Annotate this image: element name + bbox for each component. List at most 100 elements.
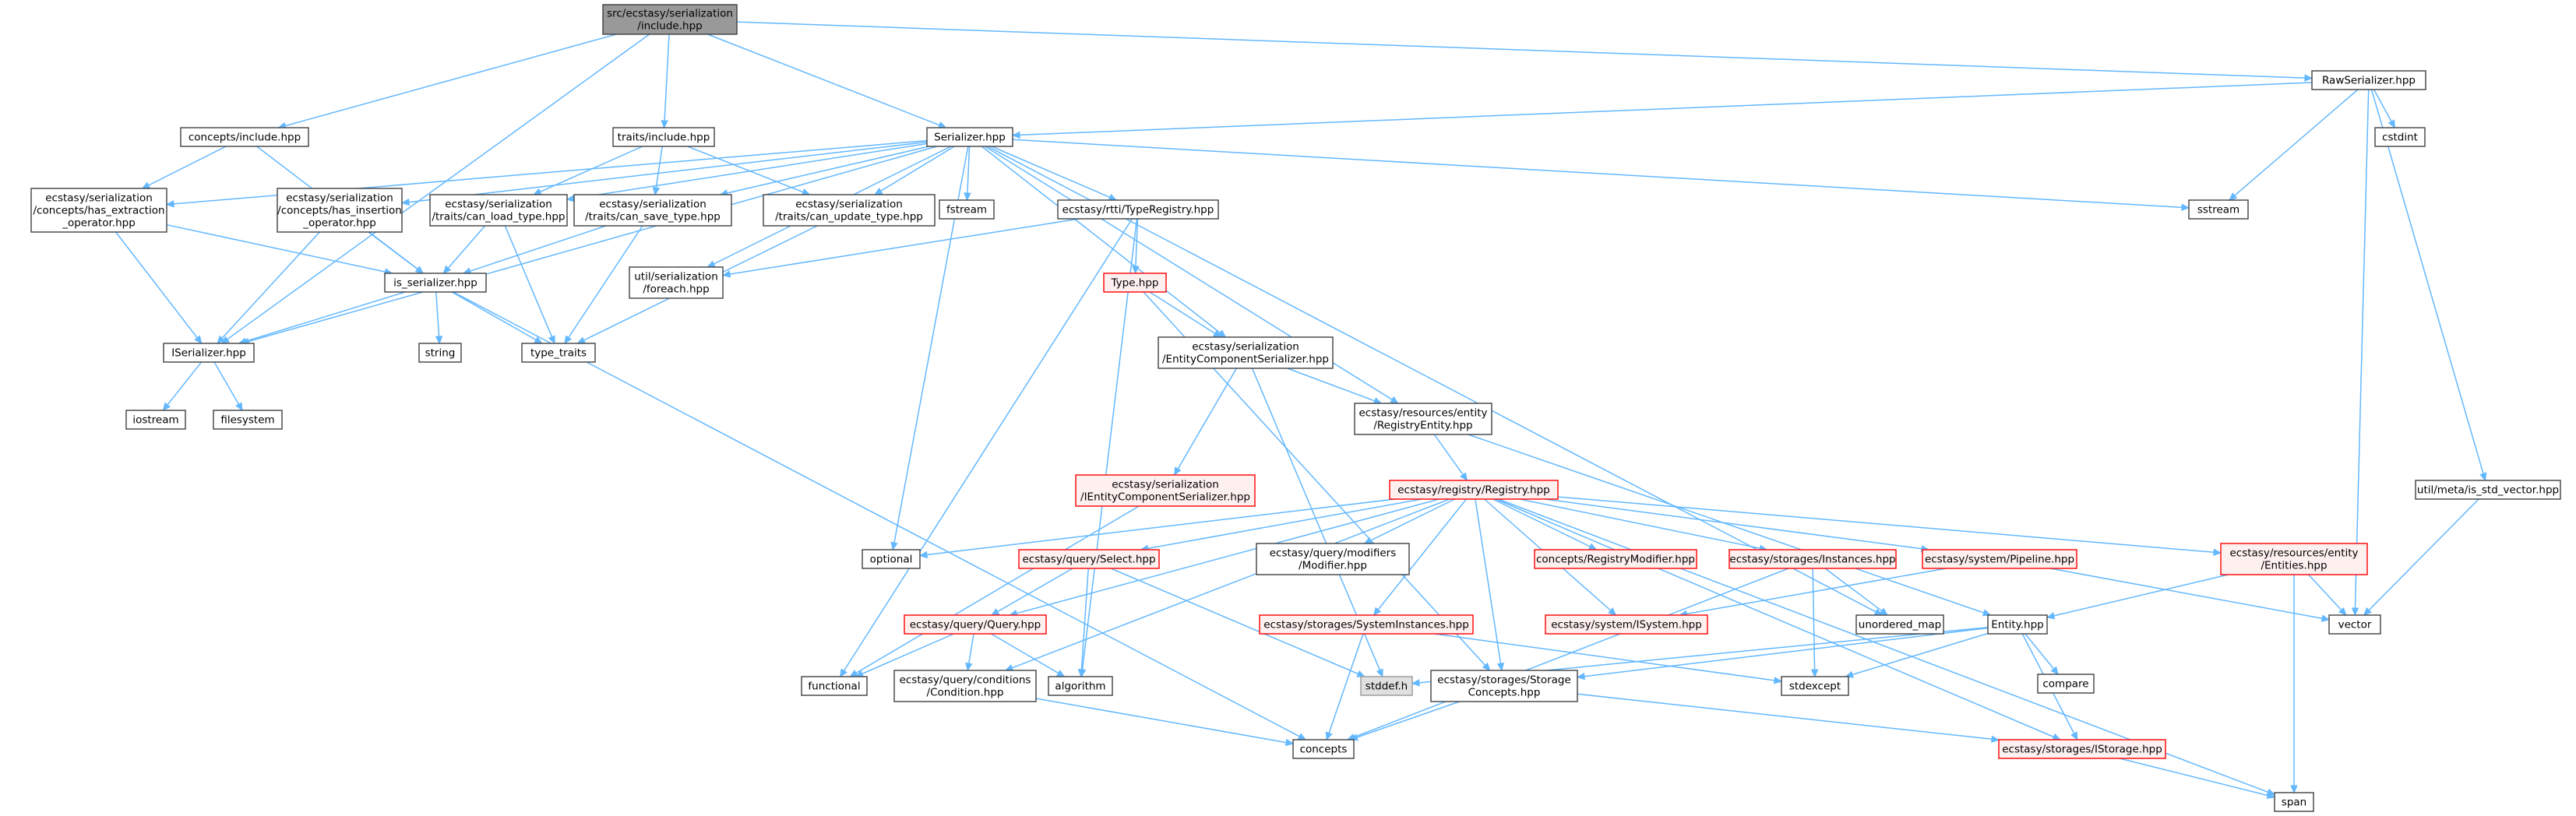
node-box	[2311, 70, 2426, 90]
node-algorithm[interactable]: algorithm	[1048, 676, 1113, 696]
arrowhead-icon	[2050, 666, 2059, 675]
node-stdexcept[interactable]: stdexcept	[1781, 676, 1849, 696]
arrowhead-icon	[1011, 131, 1020, 139]
arrowhead-icon	[1879, 607, 1888, 616]
node-label: Type.hpp	[1111, 277, 1159, 290]
arrowhead-icon	[890, 541, 898, 551]
node-entities[interactable]: ecstasy/resources/entity/Entities.hpp	[2220, 543, 2368, 575]
node-ecs-serializer[interactable]: ecstasy/serialization/EntityComponentSer…	[1158, 336, 1334, 369]
node-instances[interactable]: ecstasy/storages/Instances.hpp	[1728, 549, 1897, 569]
node-rawserializer[interactable]: RawSerializer.hpp	[2311, 70, 2426, 90]
node-sstream[interactable]: sstream	[2188, 199, 2249, 220]
node-label: ecstasy/resources/entity	[2229, 547, 2358, 560]
arrowhead-icon	[1356, 670, 1366, 677]
node-box	[1545, 614, 1708, 635]
node-label: RawSerializer.hpp	[2322, 75, 2416, 87]
node-type-traits[interactable]: type_traits	[521, 343, 596, 363]
edge-registry-to-registry_modifier	[1492, 498, 1598, 550]
node-label: ecstasy/query/Query.hpp	[910, 619, 1041, 631]
node-label: /include.hpp	[637, 20, 702, 33]
edge-storage_concepts-to-concepts	[1349, 701, 1460, 741]
node-iecs-serializer[interactable]: ecstasy/serialization/IEntityComponentSe…	[1075, 474, 1256, 507]
node-box	[1430, 670, 1578, 702]
arrowhead-icon	[2338, 607, 2347, 616]
node-traits-include[interactable]: traits/include.hpp	[612, 127, 715, 147]
node-unordered-map[interactable]: unordered_map	[1855, 614, 1944, 635]
node-has-extraction[interactable]: ecstasy/serialization/concepts/has_extra…	[30, 188, 167, 233]
edge-serializer-to-can_load	[566, 142, 928, 202]
arrowhead-icon	[1055, 670, 1066, 677]
edge-is_serializer-to-iserializer	[238, 291, 406, 345]
node-select[interactable]: ecstasy/query/Select.hpp	[1018, 549, 1160, 569]
arrowhead-icon	[2363, 607, 2372, 616]
node-filesystem[interactable]: filesystem	[213, 410, 283, 430]
edge-entities-to-span	[2290, 575, 2298, 794]
edge-has_insertion-to-is_serializer	[368, 231, 425, 274]
arrowhead-icon	[1459, 472, 1468, 481]
node-can-load[interactable]: ecstasy/serialization/traits/can_load_ty…	[429, 194, 568, 227]
edge-select-to-algorithm	[1077, 568, 1089, 678]
node-concepts-include[interactable]: concepts/include.hpp	[180, 127, 309, 147]
node-condition[interactable]: ecstasy/query/conditions/Condition.hpp	[893, 670, 1037, 702]
edge-instances-to-unordered_map	[1824, 568, 1888, 616]
node-query[interactable]: ecstasy/query/Query.hpp	[904, 614, 1047, 635]
node-functional[interactable]: functional	[801, 676, 868, 696]
arrowhead-icon	[1773, 677, 1783, 684]
edge-rawserializer-to-is_std_vector	[2370, 89, 2487, 482]
node-isystem[interactable]: ecstasy/system/ISystem.hpp	[1545, 614, 1708, 635]
node-concepts[interactable]: concepts	[1292, 739, 1355, 759]
node-iserializer[interactable]: ISerializer.hpp	[163, 343, 255, 363]
node-can-update[interactable]: ecstasy/serialization/traits/can_update_…	[763, 194, 936, 227]
node-is-serializer[interactable]: is_serializer.hpp	[384, 273, 487, 293]
node-box	[904, 614, 1047, 635]
node-entity[interactable]: Entity.hpp	[1987, 614, 2048, 635]
arrowhead-icon	[2304, 74, 2313, 82]
edge-is_std_vector-to-vector	[2363, 498, 2479, 616]
node-system-instances[interactable]: ecstasy/storages/SystemInstances.hpp	[1259, 614, 1474, 635]
edge-concepts_include-to-has_extraction	[141, 146, 227, 189]
node-span[interactable]: span	[2274, 792, 2314, 812]
edge-registry-to-condition	[1004, 498, 1450, 672]
node-pipeline[interactable]: ecstasy/system/Pipeline.hpp	[1922, 549, 2077, 569]
node-registry[interactable]: ecstasy/registry/Registry.hpp	[1389, 480, 1559, 500]
node-optional[interactable]: optional	[862, 549, 921, 569]
edge-root-to-traits_include	[661, 33, 670, 129]
node-label: stddef.h	[1366, 681, 1408, 693]
node-iostream[interactable]: iostream	[125, 410, 186, 430]
node-can-save[interactable]: ecstasy/serialization/traits/can_save_ty…	[573, 194, 732, 227]
arrowhead-icon	[414, 266, 425, 274]
node-label: /foreach.hpp	[643, 283, 709, 296]
node-string[interactable]: string	[418, 343, 462, 363]
edge-registry_entity-to-entity	[1468, 434, 1992, 617]
node-modifier[interactable]: ecstasy/query/modifiers/Modifier.hpp	[1256, 543, 1410, 575]
node-serializer[interactable]: Serializer.hpp	[926, 127, 1013, 147]
arrowhead-icon	[1845, 670, 1855, 678]
node-label: ecstasy/storages/Instances.hpp	[1729, 554, 1895, 566]
node-vector[interactable]: vector	[2328, 614, 2381, 635]
node-istorage[interactable]: ecstasy/storages/IStorage.hpp	[1998, 739, 2166, 759]
node-label: vector	[2338, 619, 2372, 631]
node-label: stdexcept	[1789, 681, 1841, 693]
node-label: unordered_map	[1859, 619, 1941, 631]
edge-iserializer-to-iostream	[162, 361, 203, 411]
edge-registry-to-modifier	[1363, 498, 1455, 544]
edge-entity-to-stdexcept	[1845, 632, 1989, 678]
node-fstream[interactable]: fstream	[939, 199, 995, 220]
node-foreach[interactable]: util/serialization/foreach.hpp	[629, 266, 724, 299]
arrowhead-icon	[2290, 785, 2298, 794]
node-label: optional	[870, 554, 913, 566]
node-compare[interactable]: compare	[2037, 674, 2095, 694]
node-is-std-vector[interactable]: util/meta/is_std_vector.hpp	[2415, 480, 2561, 500]
edge-serializer-to-iserializer	[241, 146, 937, 346]
node-cstdint[interactable]: cstdint	[2374, 127, 2426, 147]
arrowhead-icon	[2387, 119, 2395, 129]
node-box	[1057, 199, 1219, 220]
arrowhead-icon	[217, 335, 225, 344]
node-registry-entity[interactable]: ecstasy/resources/entity/RegistryEntity.…	[1354, 403, 1492, 435]
node-type-hpp[interactable]: Type.hpp	[1103, 273, 1167, 293]
node-has-insertion[interactable]: ecstasy/serialization/concepts/has_inser…	[277, 188, 403, 233]
node-registry-modifier[interactable]: concepts/RegistryModifier.hpp	[1534, 549, 1697, 569]
node-box	[862, 549, 921, 569]
node-typeregistry[interactable]: ecstasy/rtti/TypeRegistry.hpp	[1057, 199, 1219, 220]
